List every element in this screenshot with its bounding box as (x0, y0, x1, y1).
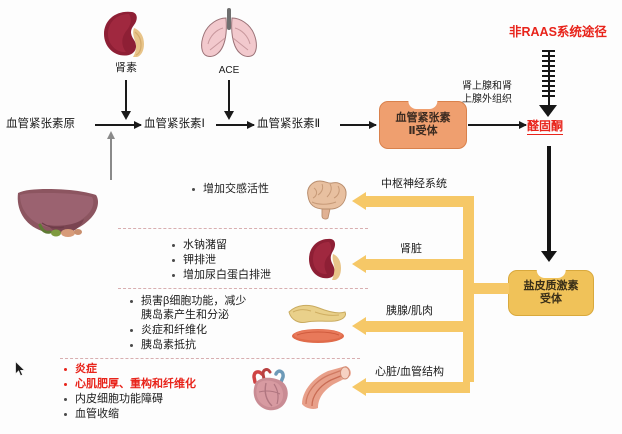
ladder-rung (542, 50, 555, 52)
list-item: 增加交感活性 (190, 182, 330, 196)
arrow-at2-to-receptor (340, 120, 377, 129)
aldosterone-label: 醛固酮 (527, 119, 564, 135)
list-item: 炎症 (62, 362, 272, 376)
kidney-target-icon (305, 236, 349, 282)
arrow-shaft (365, 259, 470, 270)
pancreas-muscle-icon (285, 300, 349, 346)
ladder-rung (542, 60, 555, 62)
ladder-rung (542, 70, 555, 72)
ladder-rung (542, 65, 555, 67)
branch-label-cns: 中枢神经系统 (381, 178, 447, 190)
ladder-rung (542, 95, 555, 97)
divider-pancreas-heart (60, 358, 360, 359)
list-item: 心肌肥厚、重构和纤维化 (62, 377, 272, 391)
ladder-rung (542, 55, 555, 57)
mouse-cursor (15, 360, 26, 377)
list-item: 增加尿白蛋白排泄 (170, 268, 330, 282)
ladder-rung (542, 85, 555, 87)
adrenal-label-line1: 肾上腺和肾 (462, 81, 512, 92)
arrow-head (352, 192, 366, 210)
ladder-rung (542, 80, 555, 82)
angiotensinogen-label: 血管紧张素原 (6, 118, 75, 130)
receptor-notch (536, 270, 566, 278)
branch-label-kidney: 肾脏 (400, 243, 422, 255)
effects-pancreas-list: 损害β细胞功能，减少 胰岛素产生和分泌 炎症和纤维化 胰岛素抵抗 (128, 294, 303, 353)
list-item: 水钠潴留 (170, 238, 330, 252)
arrow-shaft (365, 196, 470, 207)
ace-label: ACE (218, 65, 240, 76)
adrenal-tissue-label: 肾上腺和肾 上腺外组织 (452, 80, 522, 106)
list-item: 血管收缩 (62, 407, 272, 421)
ladder-arrowhead (539, 105, 557, 117)
aldosterone-to-mr-arrow (541, 146, 557, 262)
list-item-line1: 损害β细胞功能，减少 (141, 295, 247, 307)
aldosterone-text: 醛固酮 (527, 119, 564, 135)
at2-receptor-line2: Ⅱ受体 (408, 125, 438, 137)
ladder-spine (547, 50, 550, 106)
arrow-agt-to-at1 (95, 120, 142, 129)
list-item: 胰岛素抵抗 (128, 338, 303, 352)
at2-receptor-line1: 血管紧张素 (395, 112, 451, 124)
arrow-head (352, 378, 366, 396)
bracket-arrow-heart (352, 378, 470, 396)
list-item: 炎症和纤维化 (128, 323, 303, 337)
kidney-renin-icon (98, 8, 154, 60)
list-item: 内皮细胞功能障碍 (62, 392, 272, 406)
effects-cns-list: 增加交感活性 (190, 182, 330, 197)
ace-arrow (224, 80, 234, 120)
liver-to-agt-arrow (107, 131, 114, 180)
ladder-rung (542, 90, 555, 92)
receptor-notch (408, 101, 438, 109)
arrow-receptor-to-aldosterone (468, 120, 527, 129)
lungs-ace-icon (196, 6, 262, 62)
arrow-shaft (365, 382, 470, 393)
list-item-line2: 胰岛素产生和分泌 (141, 309, 229, 321)
arrow-head (352, 317, 366, 335)
ladder-rung (542, 75, 555, 77)
at2-receptor-box[interactable]: 血管紧张素 Ⅱ受体 (379, 101, 467, 149)
mr-receptor-line2: 受体 (540, 293, 562, 305)
liver-icon (12, 175, 102, 247)
mr-receptor-line1: 盐皮质激素 (523, 280, 579, 292)
list-item: 损害β细胞功能，减少 胰岛素产生和分泌 (128, 294, 303, 322)
brain-icon (300, 178, 352, 222)
mineralocorticoid-receptor-box[interactable]: 盐皮质激素 受体 (508, 270, 594, 316)
branch-label-heart-vascular: 心脏/血管结构 (375, 366, 445, 378)
bracket-arrow-cns (352, 192, 470, 210)
bracket-arrow-pancreas (352, 317, 470, 335)
bracket-arrow-kidney (352, 255, 470, 273)
heart-icon (246, 366, 294, 414)
arrow-shaft (365, 321, 470, 332)
effects-kidney-list: 水钠潴留 钾排泄 增加尿白蛋白排泄 (170, 238, 330, 283)
blood-vessel-icon (296, 364, 354, 412)
effects-heart-list: 炎症 心肌肥厚、重构和纤维化 内皮细胞功能障碍 血管收缩 (62, 362, 272, 422)
bracket-mr-connector (463, 283, 509, 294)
renin-label: 肾素 (115, 62, 137, 74)
arrow-head (352, 255, 366, 273)
list-item: 钾排泄 (170, 253, 330, 267)
branch-label-pancreas-muscle: 胰腺/肌肉 (386, 305, 434, 317)
divider-kidney-pancreas (118, 288, 368, 289)
angiotensin-1-label: 血管紧张素Ⅰ (144, 118, 205, 130)
adrenal-label-line2: 上腺外组织 (462, 94, 512, 105)
divider-cns-kidney (118, 228, 368, 229)
angiotensin-2-label: 血管紧张素Ⅱ (257, 118, 321, 130)
non-raas-title: 非RAAS系统途径 (509, 25, 607, 39)
non-raas-ladder-arrow (539, 50, 557, 117)
renin-arrow (121, 80, 131, 120)
arrow-at1-to-at2 (216, 120, 255, 129)
